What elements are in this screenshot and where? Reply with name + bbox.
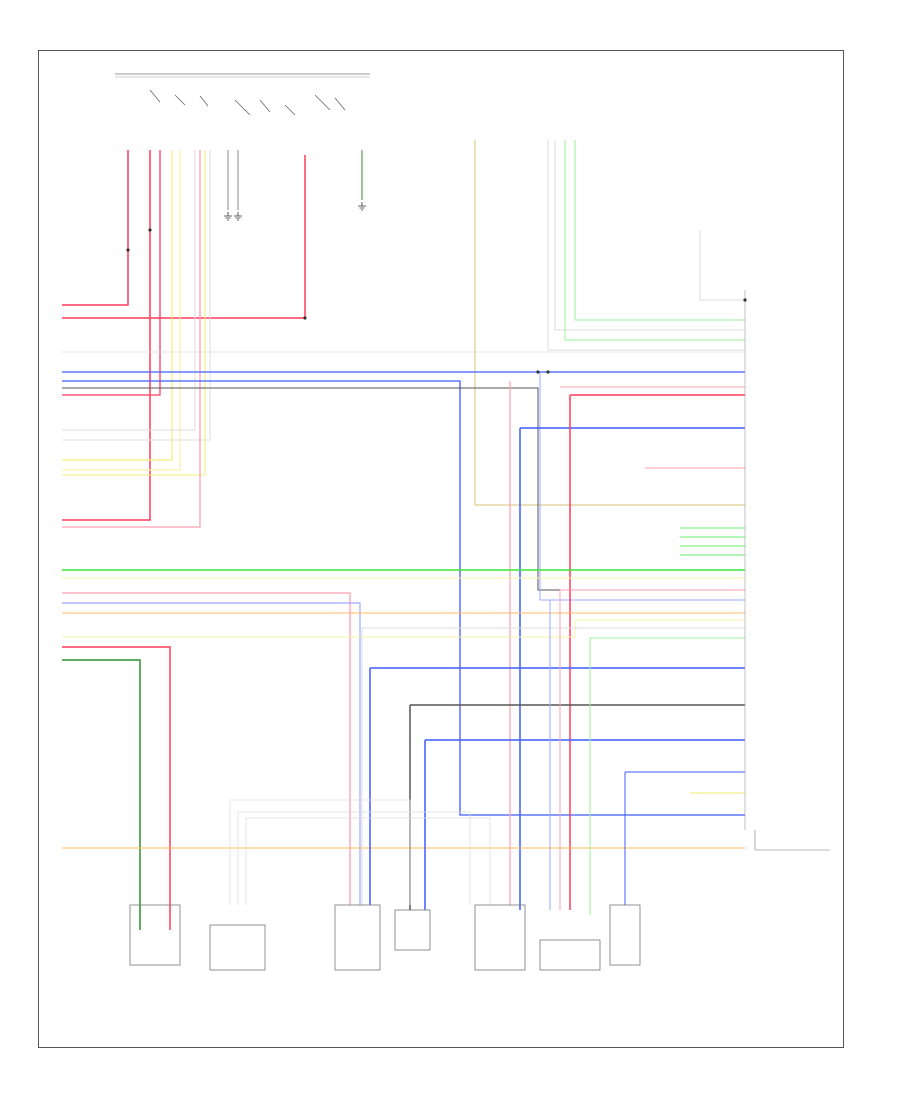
wire-24 [539,372,745,601]
wire-34 [62,592,351,905]
splice-icon [148,228,152,232]
wire-1 [62,150,129,306]
diagram-frame [38,50,844,1048]
wire-9 [62,150,211,441]
wire-22 [62,380,745,816]
splice-icon [546,370,550,374]
connector-left [129,904,181,966]
relay-contacts-3 [314,94,346,111]
wire-58 [229,800,247,905]
relay-contacts-2 [234,99,296,116]
ground-icon [358,202,366,211]
splice-icon [303,316,307,320]
connector-6 [539,939,601,971]
ground-icon [234,212,242,221]
connector-3 [334,904,381,971]
wire-10 [62,150,201,528]
wire-5 [62,150,173,461]
wire-18 [574,140,745,321]
wire-4 [62,150,161,396]
wire-6 [62,150,181,471]
ecu-outline [754,830,830,851]
splice-icon [743,298,747,302]
connector-2 [209,924,266,971]
wire-7 [62,150,196,431]
wire-8 [62,150,206,476]
wire-59 [230,799,491,905]
splice-icon [126,248,130,252]
wire-15 [547,140,745,351]
connector-4 [394,909,431,951]
connector-5 [474,904,526,971]
wire-16 [554,140,745,331]
splice-icon [536,370,540,374]
ground-icon [224,212,232,221]
wire-23 [62,387,745,591]
connector-7 [609,904,641,966]
wire-17 [564,140,745,341]
wire-56 [680,527,745,556]
wire-19 [699,230,745,301]
wire-14 [474,140,745,506]
wire-39 [62,659,141,930]
wire-35 [62,602,361,905]
wire-38 [62,646,171,930]
wire-3 [62,150,151,521]
relay-contacts-1 [149,89,209,107]
wire-2 [62,155,306,319]
